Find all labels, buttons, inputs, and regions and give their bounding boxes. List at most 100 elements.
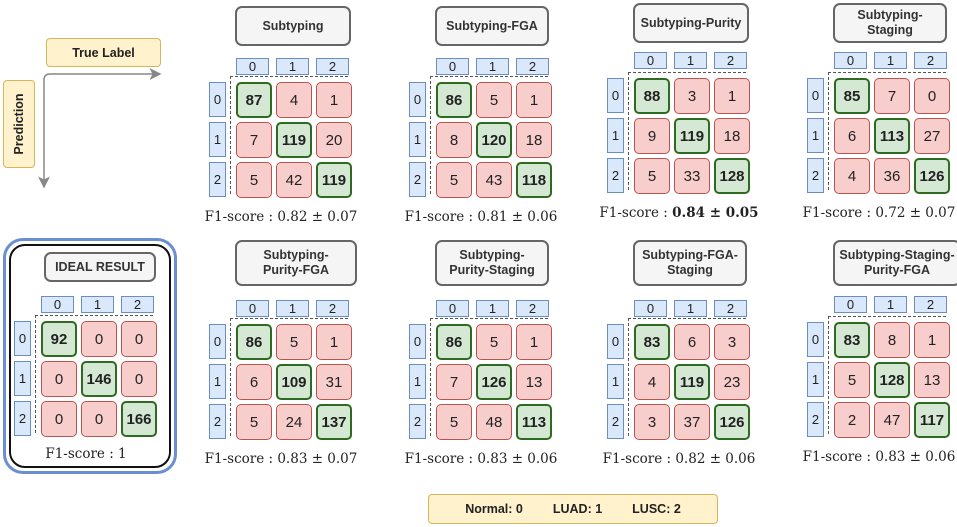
row-header-2: 2: [409, 162, 426, 197]
column-header-1: 1: [81, 296, 114, 313]
matrix-cell-r2-c2: 126: [914, 158, 950, 194]
matrix-cell-r1-c1: 120: [476, 122, 512, 158]
matrix-cell-r1-c1: 128: [874, 362, 910, 398]
dashed-axis-horizontal: [628, 318, 746, 319]
matrix-cell-r0-c2: 3: [714, 324, 750, 360]
column-header-2: 2: [516, 58, 549, 75]
f1-score: F1-score : 0.81 ± 0.06: [404, 209, 558, 225]
panel-title-subtyping-purity: Subtyping-Purity: [633, 3, 749, 43]
matrix-cell-r2-c2: 118: [516, 162, 552, 198]
f1-score: F1-score : 0.83 ± 0.07: [204, 451, 358, 467]
ideal-result-inner-border: [9, 244, 171, 468]
column-header-0: 0: [236, 58, 269, 75]
dashed-axis-vertical: [828, 316, 829, 434]
row-header-0: 0: [14, 321, 31, 356]
legend-luad: LUAD: 1: [552, 502, 603, 516]
matrix-cell-r0-c1: 4: [276, 82, 312, 118]
panel-title-subtyping: Subtyping: [235, 6, 351, 46]
dashed-axis-vertical: [430, 318, 431, 436]
column-header-1: 1: [476, 300, 509, 317]
matrix-cell-r0-c0: 88: [634, 78, 670, 114]
matrix-cell-r0-c1: 7: [874, 78, 910, 114]
matrix-cell-r2-c0: 5: [236, 162, 272, 198]
matrix-cell-r1-c1: 113: [874, 118, 910, 154]
row-header-1: 1: [409, 122, 426, 157]
row-header-0: 0: [607, 324, 624, 359]
dashed-axis-horizontal: [230, 318, 348, 319]
dashed-axis-vertical: [230, 76, 231, 194]
matrix-cell-r0-c1: 8: [874, 322, 910, 358]
column-header-2: 2: [714, 300, 747, 317]
dashed-axis-horizontal: [230, 76, 348, 77]
column-header-1: 1: [874, 52, 907, 69]
matrix-cell-r1-c2: 27: [914, 118, 950, 154]
f1-score: F1-score : 0.84 ± 0.05: [599, 205, 759, 221]
f1-score: F1-score : 0.83 ± 0.06: [404, 451, 558, 467]
class-legend: Normal: 0 LUAD: 1 LUSC: 2: [428, 494, 718, 524]
matrix-cell-r1-c1: 126: [476, 364, 512, 400]
matrix-cell-r1-c0: 7: [236, 122, 272, 158]
matrix-cell-r2-c0: 5: [634, 158, 670, 194]
panel-title-subtyping-fga-staging: Subtyping-FGA- Staging: [633, 240, 747, 286]
matrix-cell-r0-c2: 0: [914, 78, 950, 114]
row-header-2: 2: [14, 401, 31, 436]
matrix-cell-r2-c1: 42: [276, 162, 312, 198]
true-label-arrow: [43, 68, 162, 81]
matrix-cell-r0-c0: 92: [41, 321, 77, 357]
matrix-cell-r1-c1: 119: [276, 122, 312, 158]
matrix-cell-r2-c0: 5: [436, 404, 472, 440]
matrix-cell-r0-c0: 86: [436, 82, 472, 118]
matrix-cell-r2-c2: 166: [121, 401, 157, 437]
column-header-0: 0: [834, 52, 867, 69]
dashed-axis-vertical: [230, 318, 231, 436]
matrix-cell-r1-c0: 8: [436, 122, 472, 158]
matrix-cell-r2-c0: 4: [834, 158, 870, 194]
column-header-2: 2: [914, 296, 947, 313]
matrix-cell-r1-c1: 109: [276, 364, 312, 400]
matrix-cell-r1-c0: 5: [834, 362, 870, 398]
matrix-cell-r1-c1: 119: [674, 364, 710, 400]
matrix-cell-r1-c0: 0: [41, 361, 77, 397]
matrix-cell-r0-c1: 0: [81, 321, 117, 357]
dashed-axis-horizontal: [828, 72, 946, 73]
matrix-cell-r0-c1: 3: [674, 78, 710, 114]
matrix-cell-r2-c1: 48: [476, 404, 512, 440]
matrix-cell-r0-c2: 1: [516, 82, 552, 118]
matrix-cell-r0-c0: 83: [634, 324, 670, 360]
matrix-cell-r0-c2: 1: [316, 324, 352, 360]
column-header-0: 0: [41, 296, 74, 313]
matrix-cell-r1-c2: 23: [714, 364, 750, 400]
column-header-1: 1: [276, 300, 309, 317]
column-header-2: 2: [914, 52, 947, 69]
panel-title-subtyping-staging-purity-fga: Subtyping-Staging- Purity-FGA: [833, 240, 957, 286]
row-header-1: 1: [807, 362, 824, 397]
row-header-1: 1: [409, 364, 426, 399]
matrix-cell-r2-c1: 37: [674, 404, 710, 440]
row-header-0: 0: [209, 82, 226, 117]
column-header-1: 1: [874, 296, 907, 313]
row-header-2: 2: [607, 404, 624, 439]
matrix-cell-r0-c0: 83: [834, 322, 870, 358]
matrix-cell-r2-c2: 113: [516, 404, 552, 440]
column-header-0: 0: [634, 52, 667, 69]
matrix-cell-r1-c2: 18: [714, 118, 750, 154]
row-header-2: 2: [807, 158, 824, 193]
dashed-axis-vertical: [35, 315, 36, 433]
matrix-cell-r1-c2: 0: [121, 361, 157, 397]
matrix-cell-r1-c0: 6: [834, 118, 870, 154]
column-header-2: 2: [121, 296, 154, 313]
matrix-cell-r2-c0: 5: [436, 162, 472, 198]
column-header-1: 1: [674, 52, 707, 69]
matrix-cell-r1-c2: 20: [316, 122, 352, 158]
ideal-result-frame: [3, 238, 177, 474]
matrix-cell-r0-c2: 1: [914, 322, 950, 358]
dashed-axis-horizontal: [628, 72, 746, 73]
matrix-cell-r0-c2: 1: [516, 324, 552, 360]
matrix-cell-r1-c2: 31: [316, 364, 352, 400]
